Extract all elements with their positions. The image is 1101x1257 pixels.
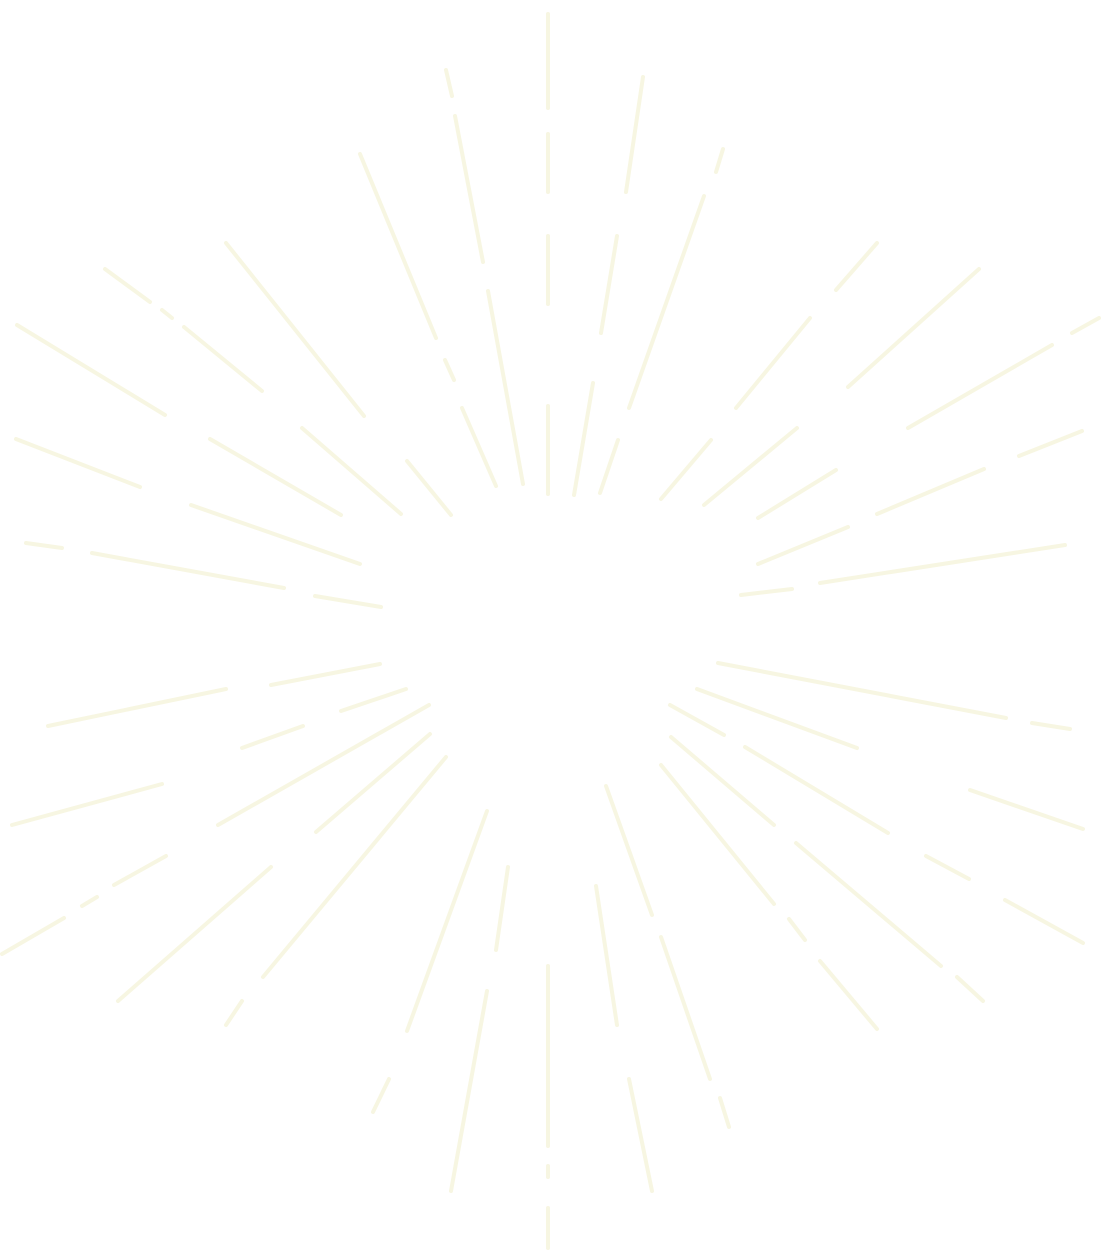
ray-segment bbox=[449, 989, 489, 1193]
ray-segment bbox=[0, 916, 66, 956]
ray-segment bbox=[604, 784, 654, 917]
ray-segment bbox=[659, 438, 713, 501]
ray-segment bbox=[695, 687, 859, 750]
ray-segment bbox=[787, 917, 807, 942]
ray-segment bbox=[80, 895, 99, 908]
ray-segment bbox=[1003, 898, 1085, 945]
ray-segment bbox=[627, 1077, 654, 1193]
ray-segment bbox=[112, 854, 168, 887]
ray-segment bbox=[718, 1096, 731, 1129]
ray-segment bbox=[598, 438, 620, 495]
ray-segment bbox=[1070, 316, 1101, 335]
ray-segment bbox=[1030, 721, 1072, 731]
ray-segment bbox=[756, 525, 850, 566]
ray-segment bbox=[116, 865, 273, 1003]
ray-segment bbox=[968, 788, 1085, 831]
ray-segment bbox=[794, 841, 943, 968]
ray-segment bbox=[224, 999, 244, 1027]
ray-segment bbox=[182, 325, 264, 393]
ray-segment bbox=[846, 267, 981, 389]
ray-segment bbox=[405, 809, 489, 1033]
ray-segment bbox=[743, 745, 890, 835]
ray-segment bbox=[339, 687, 408, 713]
ray-segment bbox=[714, 147, 725, 174]
ray-segment bbox=[734, 316, 812, 410]
ray-segment bbox=[224, 241, 366, 418]
ray-segment bbox=[494, 865, 510, 952]
ray-segment bbox=[599, 234, 619, 335]
ray-segment bbox=[46, 687, 228, 728]
ray-segment bbox=[453, 114, 485, 264]
ray-segment bbox=[906, 343, 1054, 430]
ray-segment bbox=[460, 406, 498, 488]
ray-segment bbox=[90, 551, 286, 590]
ray-segment bbox=[955, 975, 985, 1003]
ray-segment bbox=[834, 241, 879, 292]
ray-segment bbox=[924, 854, 971, 881]
ray-segment bbox=[739, 587, 794, 597]
ray-segment bbox=[300, 426, 403, 516]
ray-segment bbox=[103, 267, 152, 304]
ray-segment bbox=[240, 724, 305, 750]
ray-segment bbox=[444, 68, 454, 98]
ray-segment bbox=[702, 426, 799, 507]
ray-segment bbox=[314, 732, 432, 834]
ray-segment bbox=[14, 437, 142, 489]
ray-segment bbox=[15, 323, 167, 417]
ray-segment bbox=[313, 594, 383, 609]
ray-segment bbox=[659, 935, 712, 1081]
ray-segment bbox=[716, 661, 1008, 720]
ray-segment bbox=[668, 703, 726, 737]
ray-segment bbox=[189, 503, 362, 566]
ray-segment bbox=[659, 763, 776, 906]
ray-segment bbox=[160, 308, 174, 320]
ray-segment bbox=[443, 358, 456, 382]
ray-segment bbox=[624, 75, 645, 194]
ray-segment bbox=[405, 459, 453, 517]
ray-segment bbox=[371, 1077, 391, 1114]
ray-segment bbox=[358, 152, 438, 340]
ray-segment bbox=[594, 884, 619, 1027]
ray-segment bbox=[1017, 429, 1084, 458]
ray-segment bbox=[10, 782, 164, 827]
ray-segment bbox=[756, 468, 838, 520]
ray-segment bbox=[818, 959, 879, 1031]
ray-segment bbox=[269, 662, 382, 687]
ray-segment bbox=[24, 541, 64, 550]
ray-segment bbox=[216, 703, 431, 827]
ray-segment bbox=[208, 437, 343, 517]
ray-segment bbox=[486, 289, 525, 486]
ray-segment bbox=[627, 194, 706, 410]
ray-segment bbox=[669, 735, 776, 827]
ray-segment bbox=[261, 755, 448, 979]
ray-segment bbox=[875, 467, 986, 516]
ray-segment bbox=[572, 381, 595, 497]
ray-segment bbox=[818, 543, 1067, 585]
